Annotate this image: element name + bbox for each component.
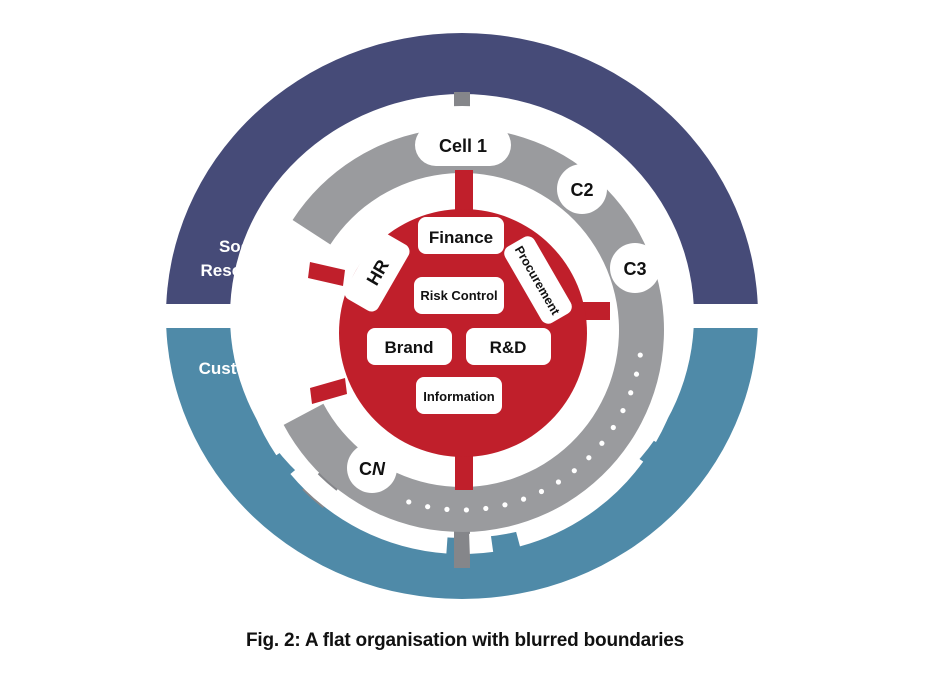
risk-control-label: Risk Control: [420, 288, 497, 303]
core-function-brand[interactable]: Brand: [367, 328, 452, 365]
dot: [538, 488, 545, 495]
spoke-left-lower: [310, 378, 347, 404]
cell-1[interactable]: Cell 1: [415, 124, 511, 166]
core-function-hr[interactable]: HR: [342, 230, 413, 315]
dot: [610, 424, 616, 431]
dot: [633, 371, 640, 377]
boundary-segment: [638, 260, 686, 442]
rnd-label: R&D: [490, 338, 527, 357]
dot: [571, 468, 577, 474]
cell-c2[interactable]: C2: [557, 164, 607, 214]
dot: [637, 352, 643, 358]
boundary-segment: [438, 106, 564, 149]
dot: [483, 505, 489, 512]
c3-label: C3: [623, 259, 646, 279]
social-resources-label-line2: Resources: [201, 261, 288, 280]
core-function-rnd[interactable]: R&D: [466, 328, 551, 365]
boundary-segment: [251, 399, 293, 456]
customers-label: Customers: [199, 359, 288, 378]
brand-label: Brand: [384, 338, 433, 357]
more-cells-dots: [406, 352, 643, 513]
dot: [444, 506, 450, 512]
boundary-segment: [268, 110, 420, 228]
core-function-information[interactable]: Information: [416, 377, 502, 414]
boundary-segment: [514, 449, 644, 547]
cn-label: CN: [359, 459, 386, 479]
cell-cn[interactable]: CN: [347, 443, 397, 493]
social-resources-label-line1: Social: [219, 237, 269, 256]
cell-ring-boundary: [251, 106, 686, 554]
dot: [620, 407, 626, 414]
figure-caption: Fig. 2: A flat organisation with blurred…: [245, 630, 685, 651]
boundary-segment: [469, 532, 494, 554]
dot: [425, 504, 431, 510]
bottom-connector: [454, 528, 470, 568]
spoke-right: [580, 302, 610, 320]
dot: [406, 499, 412, 505]
dot: [520, 496, 527, 502]
spoke-top: [455, 170, 473, 220]
cell-c3[interactable]: C3: [610, 243, 660, 293]
finance-label: Finance: [429, 228, 493, 247]
core-function-finance[interactable]: Finance: [418, 217, 504, 254]
c2-label: C2: [570, 180, 593, 200]
cell-1-label: Cell 1: [439, 136, 487, 156]
spoke-left-upper: [308, 262, 345, 286]
boundary-segment: [573, 142, 666, 244]
information-label: Information: [423, 389, 495, 404]
core-spokes: [308, 170, 610, 490]
dot: [463, 507, 469, 513]
dot: [628, 390, 634, 396]
core-function-risk-control[interactable]: Risk Control: [414, 277, 504, 314]
boundary-segment: [290, 461, 448, 554]
dot: [502, 502, 508, 508]
dot: [586, 455, 592, 461]
dot: [599, 440, 605, 446]
dot: [555, 479, 562, 485]
